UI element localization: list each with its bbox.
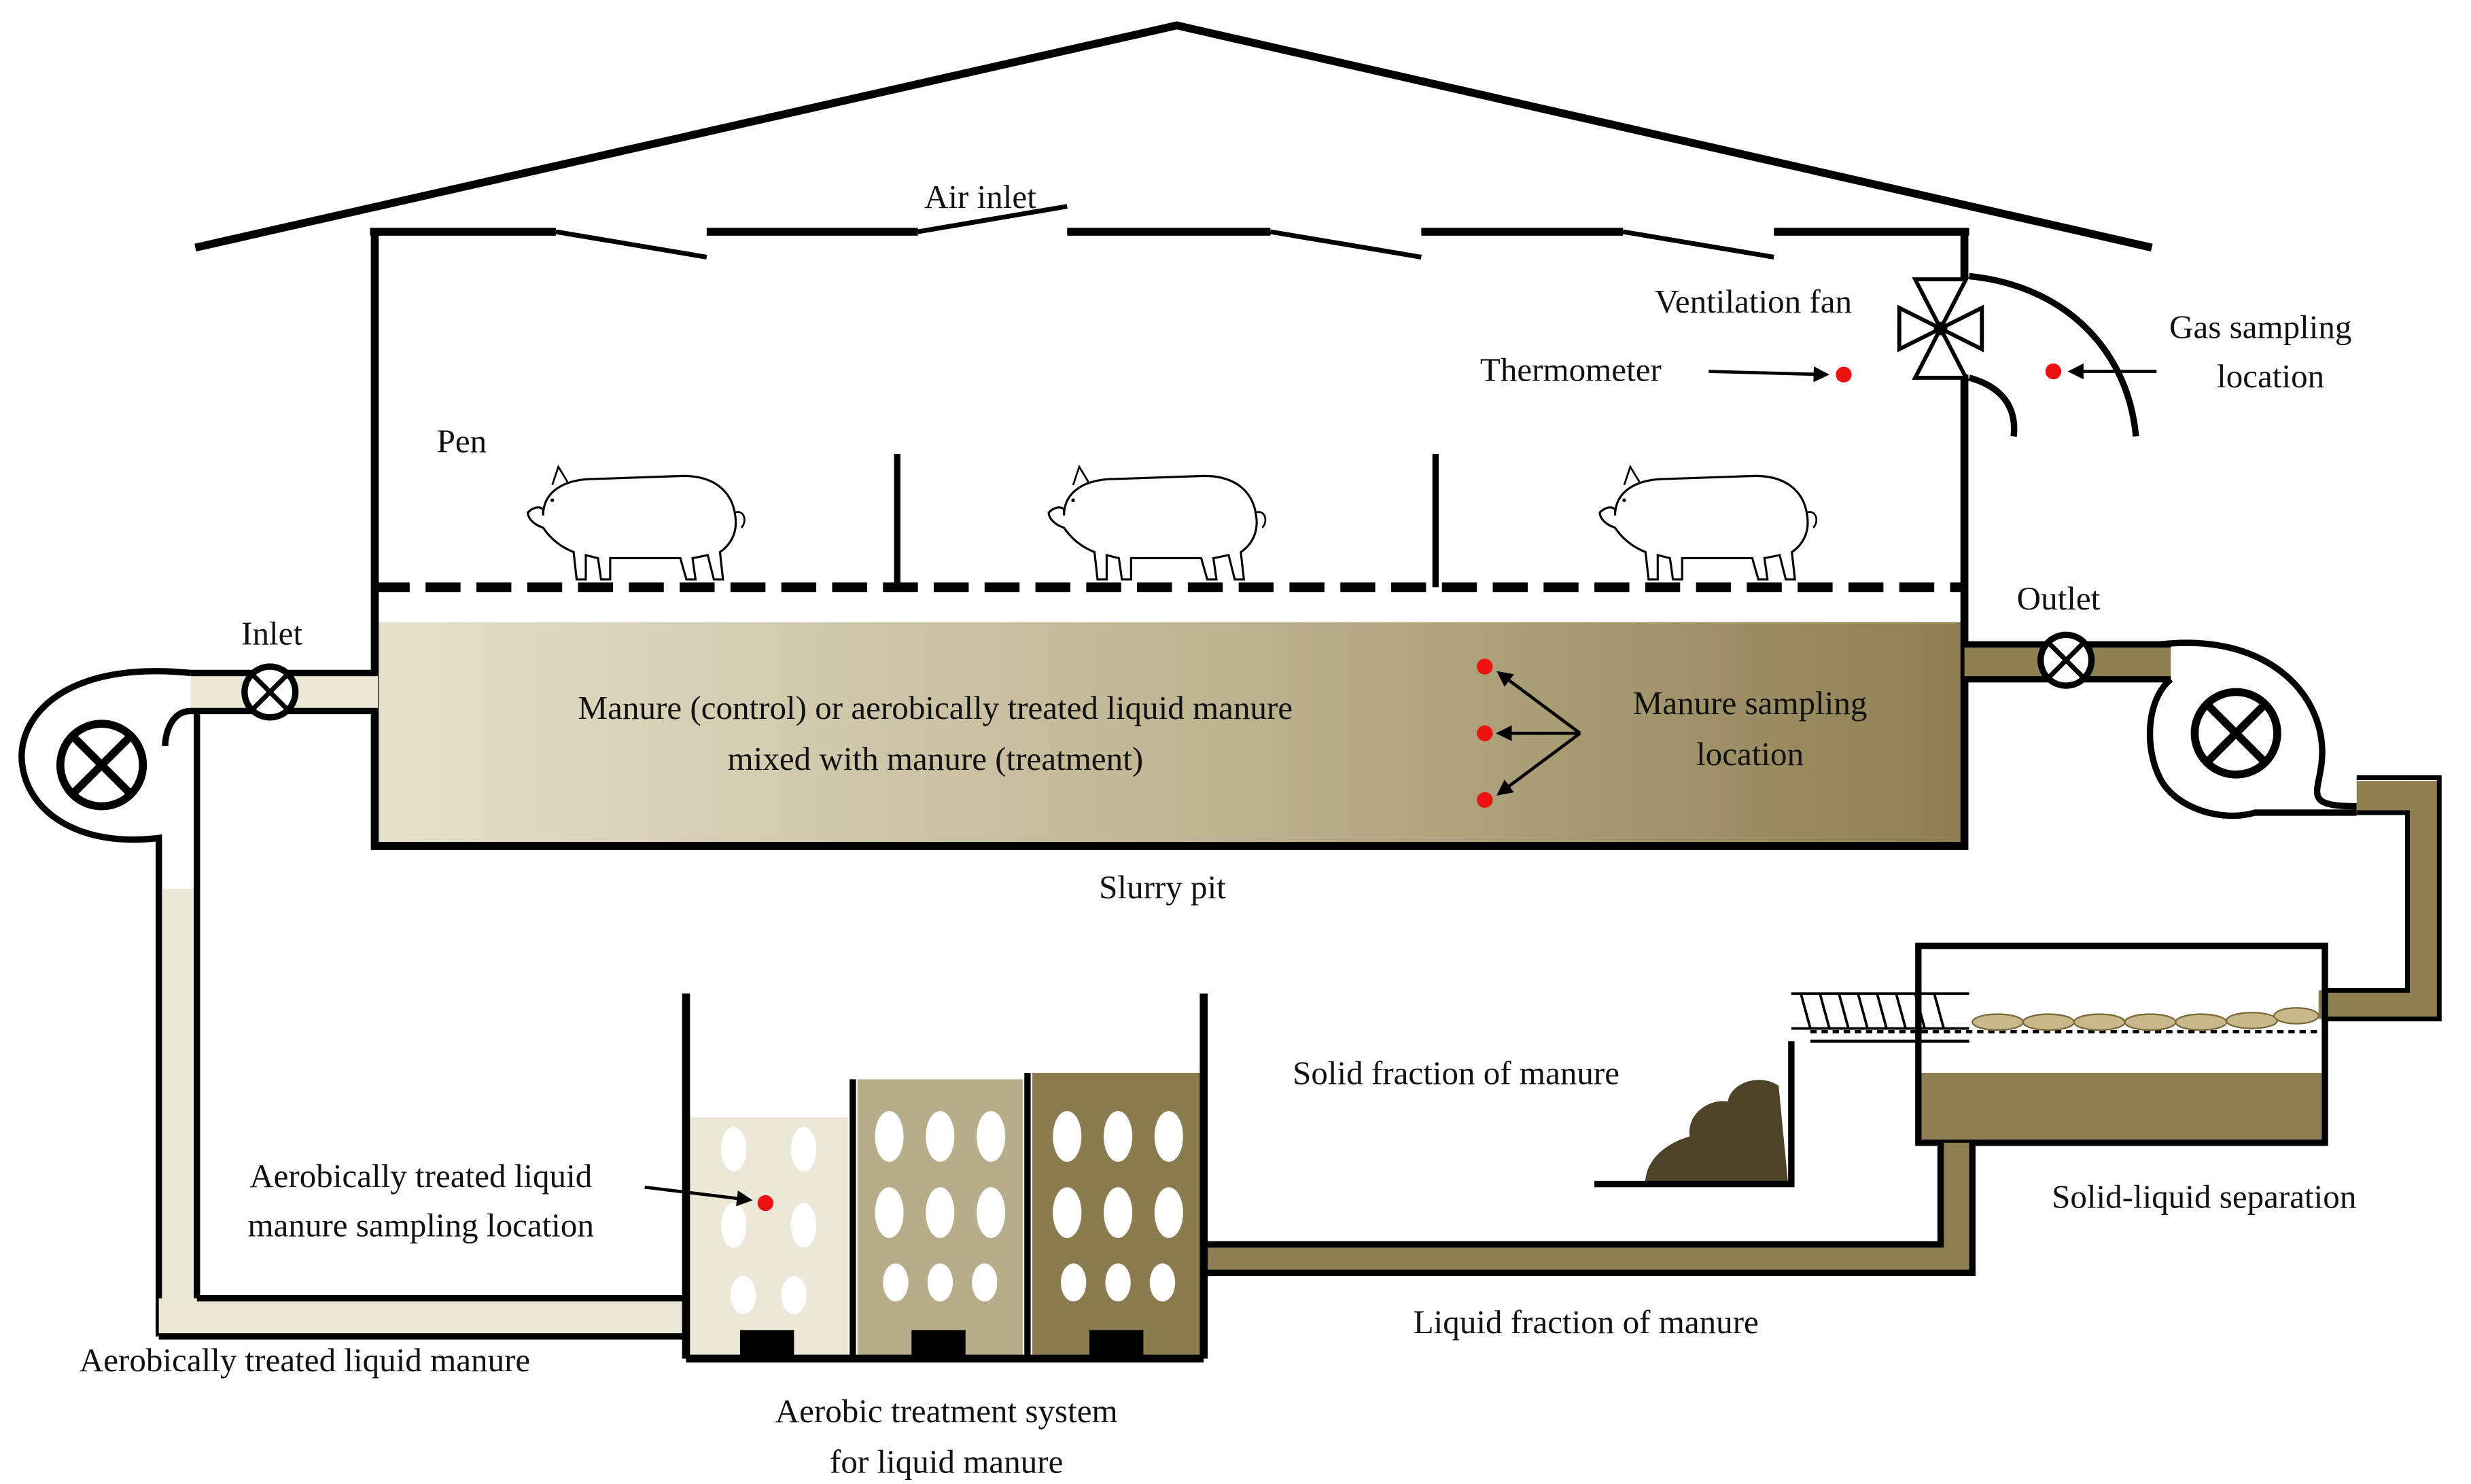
aerobic-sampling-label-1: Aerobically treated liquid xyxy=(249,1157,592,1195)
manure-sampling-label-1: Manure sampling xyxy=(1633,684,1868,722)
outlet-label: Outlet xyxy=(2017,580,2101,617)
gas-sampling-label-2: location xyxy=(2217,357,2324,395)
labels: Air inlet Ventilation fan Thermometer Ga… xyxy=(80,178,2357,1481)
liquid-fraction-label: Liquid fraction of manure xyxy=(1414,1303,1759,1341)
aerobic-liquid-manure-label: Aerobically treated liquid manure xyxy=(80,1341,530,1379)
sampling-point-icon xyxy=(2045,363,2062,380)
gas-sampling-label-1: Gas sampling xyxy=(2169,308,2351,346)
pit-text-line-1: Manure (control) or aerobically treated … xyxy=(578,689,1293,726)
pump-icon xyxy=(2190,688,2281,779)
solid-fraction-label: Solid fraction of manure xyxy=(1293,1054,1619,1091)
ventilation-fan-icon xyxy=(1897,277,1984,380)
pump-icon xyxy=(56,720,147,811)
pig-icon xyxy=(527,465,746,581)
aerobic-system-label-2: for liquid manure xyxy=(830,1443,1063,1481)
pit-text-line-2: mixed with manure (treatment) xyxy=(728,740,1144,777)
sampling-point-icon xyxy=(1836,366,1852,383)
sampling-point-icon xyxy=(757,1195,774,1212)
liquid-fraction-pipe xyxy=(1204,1142,1976,1277)
slurry-pit-manure xyxy=(378,622,1961,845)
slurry-pit-wall xyxy=(370,590,1969,850)
sampling-point-icon xyxy=(1477,658,1493,675)
pen-label: Pen xyxy=(437,423,487,460)
outlet-pipe xyxy=(1964,639,2442,1022)
aerobic-treatment-system xyxy=(644,993,1208,1363)
valve-icon xyxy=(241,663,299,721)
sampling-point-icon xyxy=(1477,725,1493,741)
thermometer-arrow xyxy=(1708,366,1829,383)
thermometer-label: Thermometer xyxy=(1480,351,1662,389)
solid-manure-pile xyxy=(1594,1080,1795,1188)
building xyxy=(194,21,2153,593)
aerobic-system-label-1: Aerobic treatment system xyxy=(775,1392,1118,1430)
ceiling-air-inlets xyxy=(370,204,1969,260)
manure-sampling-points xyxy=(1477,658,1581,808)
sampling-point-icon xyxy=(1477,792,1493,808)
solid-liquid-separation-label: Solid-liquid separation xyxy=(2052,1178,2356,1216)
pig-icon xyxy=(1047,465,1267,581)
pig-icon xyxy=(1598,465,1818,581)
ventilation-fan-label: Ventilation fan xyxy=(1655,283,1852,320)
solid-liquid-separator xyxy=(1788,942,2328,1184)
manure-sampling-label-2: location xyxy=(1696,735,1804,773)
aerobic-sampling-label-2: manure sampling location xyxy=(247,1207,594,1244)
slurry-pit-label: Slurry pit xyxy=(1099,868,1226,906)
inlet-label: Inlet xyxy=(241,614,302,652)
air-inlet-label: Air inlet xyxy=(924,178,1036,215)
exhaust-duct-outer xyxy=(1969,272,2139,437)
exhaust-duct-inner xyxy=(1968,374,2018,437)
roof xyxy=(194,21,2153,252)
valve-icon xyxy=(2037,631,2095,689)
